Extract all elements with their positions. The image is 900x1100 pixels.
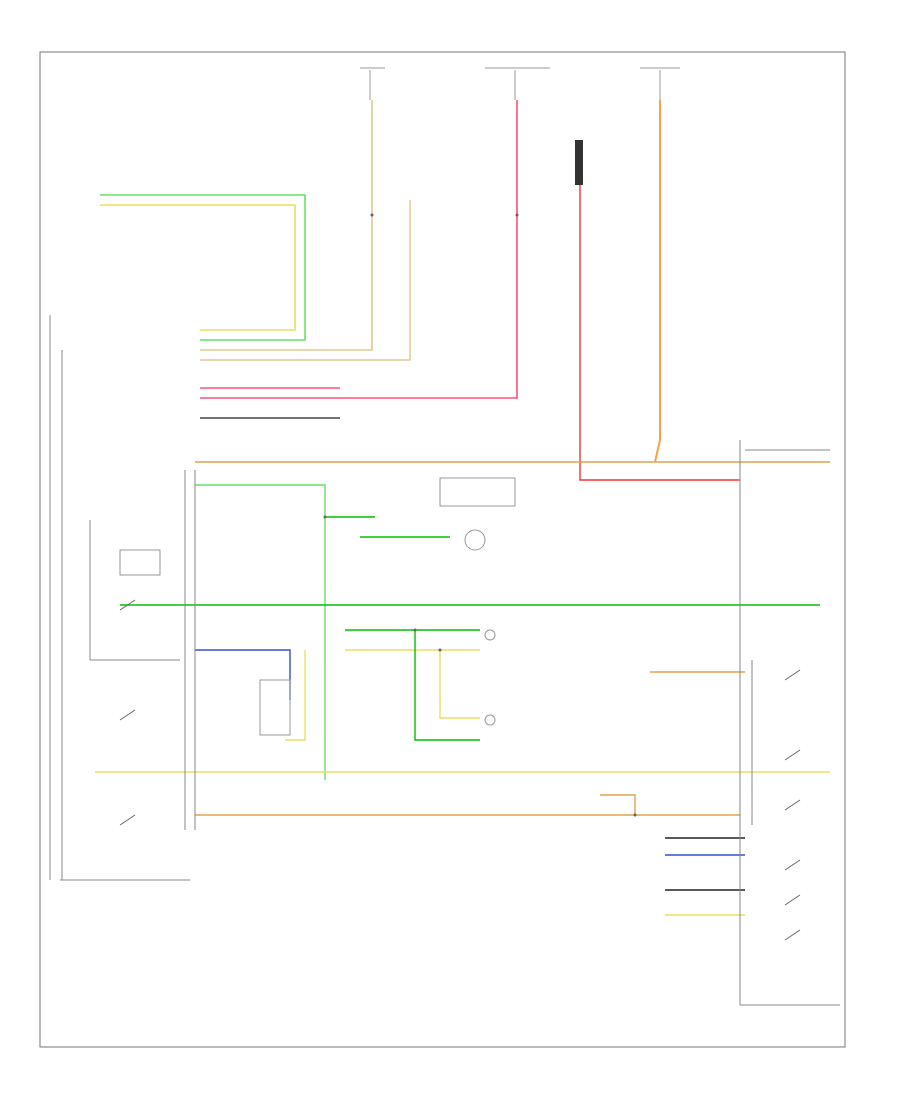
wire-blue <box>195 649 291 700</box>
instrument-cluster <box>439 477 516 507</box>
wire-yellow-top <box>100 204 296 331</box>
wire-pink-vertical <box>200 100 518 399</box>
wire-tan-vertical <box>200 100 373 351</box>
right-structure <box>739 440 840 1006</box>
cluster-gauge <box>464 529 486 551</box>
wire-tan-mid <box>200 200 411 361</box>
wire-yellow-left-unit <box>285 650 306 741</box>
wire-lightgreen-cluster <box>195 484 326 780</box>
right-switch-wires <box>665 837 745 916</box>
left-relay-box <box>119 549 161 576</box>
diagram-border <box>39 51 846 1048</box>
wire-red-vertical <box>579 160 740 481</box>
wire-tan-exterior <box>600 794 636 815</box>
relay-coil <box>575 140 583 185</box>
left-structure <box>49 315 196 881</box>
left-lamp <box>484 629 496 641</box>
switch-symbols <box>119 599 801 941</box>
wire-yellow-right-lamp <box>439 650 480 719</box>
wire-green-right-lamp <box>414 630 480 741</box>
top-fuse-feeds <box>360 67 680 100</box>
wire-green-top <box>100 194 306 341</box>
control-module <box>259 679 291 736</box>
wire-orange-vertical <box>654 100 661 463</box>
right-lamp <box>484 714 496 726</box>
connector-dots <box>323 213 637 817</box>
